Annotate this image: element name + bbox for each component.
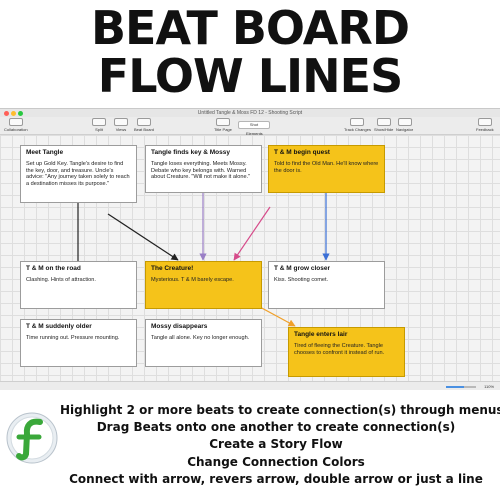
beat-body: Mysterious. T & M barely escape.: [151, 277, 234, 283]
beat-body: Time running out. Pressure mounting.: [26, 335, 120, 341]
zoom-slider[interactable]: [446, 386, 476, 388]
beat-title: The Creature!: [151, 265, 194, 272]
collaboration-button[interactable]: Collaboration: [4, 118, 28, 132]
beat-title: Tangle enters lair: [294, 331, 348, 338]
collaboration-label: Collaboration: [4, 127, 28, 132]
views-button[interactable]: Views: [114, 118, 128, 132]
connection-quest-to-creature[interactable]: [233, 206, 271, 261]
beat-body: Tangle loses everything. Meets Mossy. De…: [151, 161, 251, 181]
elements-label: Elements: [246, 131, 263, 136]
beat-body: Tangle all alone. Key no longer enough.: [151, 335, 250, 341]
zoom-window-button[interactable]: [18, 111, 23, 116]
connection-meet-to-creature[interactable]: [107, 213, 179, 261]
beat-title: T & M suddenly older: [26, 323, 92, 330]
app-logo-icon: [6, 412, 58, 464]
feature-item: Connect with arrow, revers arrow, double…: [69, 471, 483, 486]
track-changes-button[interactable]: Track Changes: [344, 118, 371, 132]
beat-card[interactable]: T & M begin quest Told to find the Old M…: [268, 145, 385, 193]
beat-body: Told to find the Old Man. He'll know whe…: [274, 161, 379, 174]
close-window-button[interactable]: [4, 111, 9, 116]
navigator-button[interactable]: Navigator: [396, 118, 413, 132]
headline-line-2: FLOW LINES: [97, 49, 403, 103]
beat-board-label: Beat Board: [134, 127, 155, 132]
beat-title: Tangle finds key & Mossy: [151, 149, 230, 156]
feedback-label: Feedback: [476, 127, 494, 132]
feature-item: Highlight 2 or more beats to create conn…: [60, 403, 500, 417]
beat-body: Tired of fleeing the Creature. Tangle ch…: [294, 343, 385, 356]
beat-title: T & M begin quest: [274, 149, 330, 156]
track-changes-label: Track Changes: [344, 127, 371, 132]
beat-card[interactable]: T & M on the road Clashing. Hints of att…: [20, 261, 137, 309]
feature-item: Drag Beats onto one another to create co…: [96, 420, 456, 435]
beat-body: Clashing. Hints of attraction.: [26, 277, 96, 283]
beat-board-canvas[interactable]: Meet Tangle Set up Gold Key. Tangle's de…: [0, 135, 500, 381]
beat-title: Mossy disappears: [151, 323, 208, 330]
navigator-label: Navigator: [396, 127, 414, 132]
beat-body: Kiss. Shooting comet.: [274, 277, 329, 283]
beat-board-icon: [137, 118, 151, 126]
beat-card[interactable]: Mossy disappears Tangle all alone. Key n…: [145, 319, 262, 367]
toolbar: Collaboration Split Views Beat Board Tit…: [0, 117, 500, 136]
feedback-icon: [477, 118, 492, 126]
feedback-button[interactable]: Feedback: [476, 118, 494, 132]
split-icon: [92, 118, 106, 126]
show-hide-label: Show/Hide: [374, 127, 394, 132]
beat-title: Meet Tangle: [26, 149, 64, 156]
zoom-slider-fill: [446, 386, 464, 388]
feature-item: Change Connection Colors: [187, 454, 365, 469]
feature-list: Highlight 2 or more beats to create conn…: [60, 402, 500, 488]
title-page-label: Title Page: [214, 127, 232, 132]
navigator-icon: [397, 118, 412, 126]
views-label: Views: [115, 127, 127, 132]
minimize-window-button[interactable]: [11, 111, 16, 116]
beat-card[interactable]: The Creature! Mysterious. T & M barely e…: [145, 261, 262, 309]
title-page-icon: [215, 118, 230, 126]
beat-card[interactable]: T & M suddenly older Time running out. P…: [20, 319, 137, 367]
beat-title: T & M on the road: [26, 265, 81, 272]
window-title: Untitled Tangle & Moss FD 12 - Shooting …: [197, 110, 303, 116]
feature-item: Create a Story Flow: [209, 437, 343, 452]
split-label: Split: [95, 127, 103, 132]
beat-title: T & M grow closer: [274, 265, 330, 272]
status-bar: 110%: [0, 381, 500, 390]
people-icon: [8, 118, 23, 126]
eye-icon: [376, 118, 391, 126]
zoom-level: 110%: [484, 384, 494, 389]
title-bar: Untitled Tangle & Moss FD 12 - Shooting …: [0, 109, 500, 117]
app-window: Untitled Tangle & Moss FD 12 - Shooting …: [0, 108, 500, 390]
title-page-button[interactable]: Title Page: [214, 118, 232, 132]
beat-board-button[interactable]: Beat Board: [134, 118, 154, 132]
beat-card[interactable]: Meet Tangle Set up Gold Key. Tangle's de…: [20, 145, 137, 203]
beat-body: Set up Gold Key. Tangle's desire to find…: [26, 161, 130, 187]
views-icon: [114, 118, 128, 126]
split-button[interactable]: Split: [92, 118, 106, 132]
beat-card[interactable]: T & M grow closer Kiss. Shooting comet.: [268, 261, 385, 309]
elements-select[interactable]: Shot: [238, 121, 270, 129]
show-hide-button[interactable]: Show/Hide: [374, 118, 393, 132]
beat-card[interactable]: Tangle enters lair Tired of fleeing the …: [288, 327, 405, 377]
beat-card[interactable]: Tangle finds key & Mossy Tangle loses ev…: [145, 145, 262, 193]
track-changes-icon: [350, 118, 365, 126]
headline-line-1: BEAT BOARD: [90, 1, 410, 55]
